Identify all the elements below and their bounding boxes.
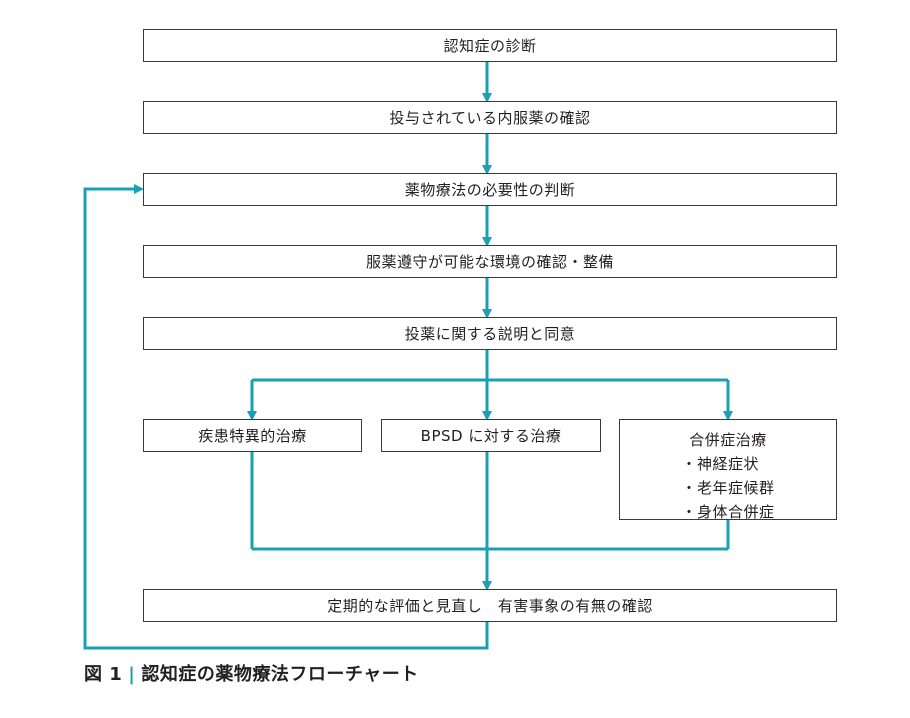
step-informed-consent: 投薬に関する説明と同意: [143, 317, 837, 350]
step-disease-specific-treatment-label: 疾患特異的治療: [198, 427, 307, 445]
comorbidity-item: 老年症候群: [681, 476, 774, 500]
figure-title: 認知症の薬物療法フローチャート: [141, 664, 419, 685]
step-treatment-need-label: 薬物療法の必要性の判断: [404, 181, 576, 199]
step-diagnosis-label: 認知症の診断: [443, 37, 537, 55]
step-current-medications-label: 投与されている内服薬の確認: [389, 109, 591, 127]
step-informed-consent-label: 投薬に関する説明と同意: [404, 325, 576, 343]
step-current-medications: 投与されている内服薬の確認: [143, 101, 837, 134]
arrow-feedback-loop: [83, 184, 489, 650]
step-comorbidity-treatment: 合併症治療 神経症状 老年症候群 身体合併症: [619, 419, 837, 521]
step-bpsd-treatment: BPSD に対する治療: [381, 419, 601, 452]
step-diagnosis: 認知症の診断: [143, 29, 837, 62]
comorbidity-item: 神経症状: [681, 452, 759, 476]
comorbidity-list: 神経症状 老年症候群 身体合併症: [681, 452, 774, 524]
step-treatment-need: 薬物療法の必要性の判断: [143, 173, 837, 206]
step-adherence-environment-label: 服薬遵守が可能な環境の確認・整備: [365, 253, 614, 271]
figure-caption: 図 1|認知症の薬物療法フローチャート: [84, 660, 419, 686]
step-disease-specific-treatment: 疾患特異的治療: [143, 419, 362, 452]
step-periodic-review: 定期的な評価と見直し 有害事象の有無の確認: [143, 589, 837, 622]
comorbidity-item: 身体合併症: [681, 500, 774, 524]
step-periodic-review-label: 定期的な評価と見直し 有害事象の有無の確認: [327, 597, 653, 615]
figure-label: 図 1: [84, 664, 123, 685]
step-adherence-environment: 服薬遵守が可能な環境の確認・整備: [143, 245, 837, 278]
step-comorbidity-treatment-title: 合併症治療: [689, 431, 767, 449]
step-bpsd-treatment-label: BPSD に対する治療: [420, 427, 562, 445]
caption-separator: |: [128, 664, 136, 685]
